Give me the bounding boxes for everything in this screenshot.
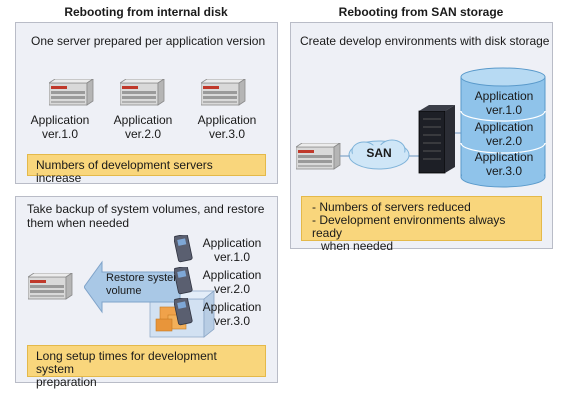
disk-storage-cylinder xyxy=(460,67,546,188)
san-note-item: Development environments always ready xyxy=(312,214,531,240)
san-label: SAN xyxy=(366,146,392,160)
backup-note: Long setup times for development system … xyxy=(27,345,266,389)
restore-arrow-label: Restore system volume xyxy=(106,272,183,297)
system-volume-icon xyxy=(174,267,194,295)
storage-rack-icon xyxy=(418,105,455,174)
san-storage-panel: Create develop environments with disk st… xyxy=(290,22,553,253)
server-icon xyxy=(201,79,246,106)
system-volume-icon xyxy=(174,235,194,263)
san-cloud xyxy=(348,139,410,170)
internal-disk-note: Numbers of development servers increase xyxy=(27,154,266,185)
right-column-title: Rebooting from SAN storage xyxy=(338,5,504,19)
server-icon xyxy=(120,79,165,106)
backup-restore-panel: Take backup of system volumes, and resto… xyxy=(15,196,278,389)
san-note-continuation: when needed xyxy=(321,239,394,253)
san-description: Create develop environments with disk st… xyxy=(300,34,550,48)
internal-disk-description: One server prepared per application vers… xyxy=(31,34,266,48)
backup-description: Take backup of system volumes, and resto… xyxy=(27,202,265,230)
internal-disk-panel: One server prepared per application vers… xyxy=(15,22,278,185)
server-icon xyxy=(28,273,73,300)
server-icon xyxy=(49,79,94,106)
san-note: Numbers of servers reduced Development e… xyxy=(301,196,542,253)
san-note-item: Numbers of servers reduced xyxy=(312,201,531,214)
system-volume-icon xyxy=(174,298,194,326)
left-column-title: Rebooting from internal disk xyxy=(64,5,228,19)
